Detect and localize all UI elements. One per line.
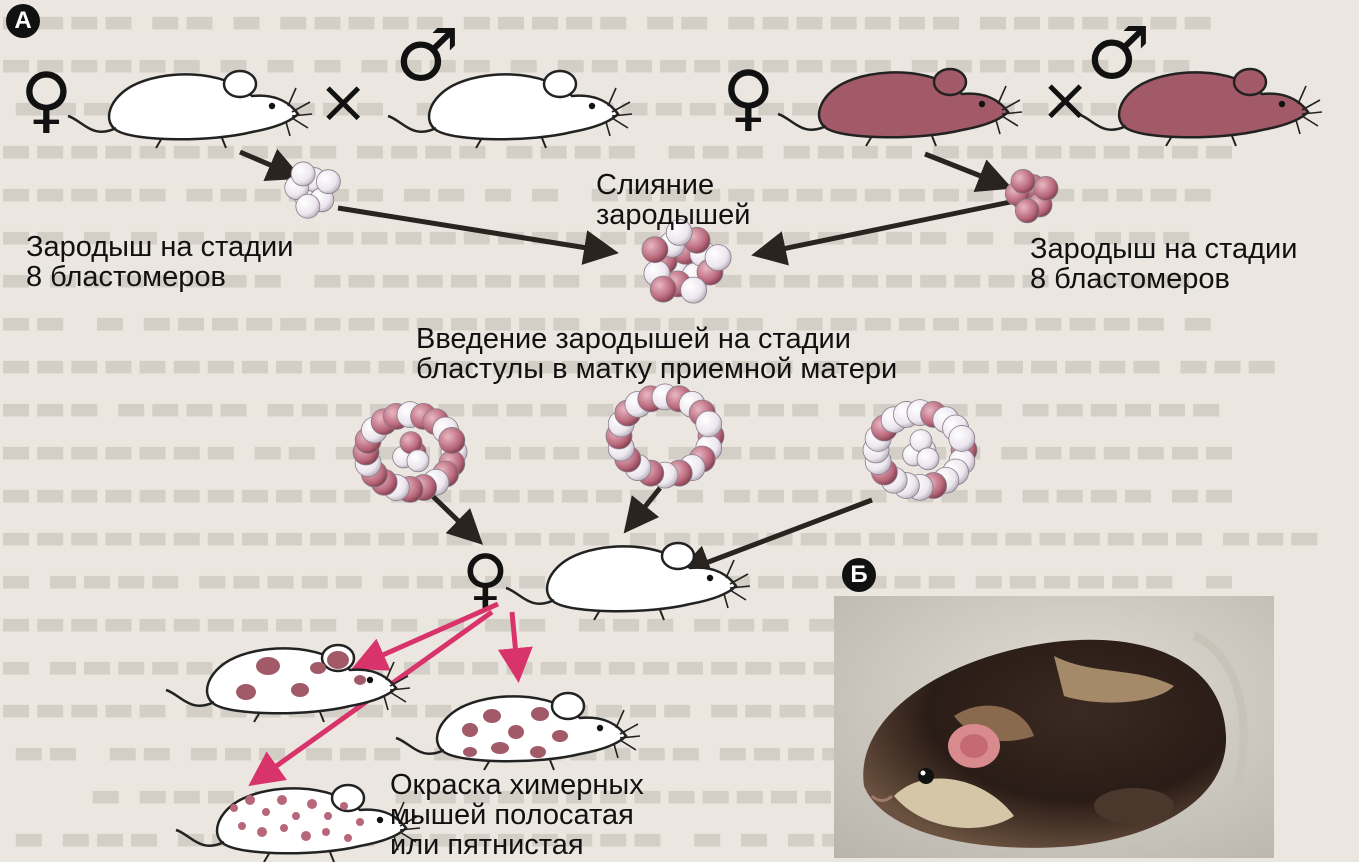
- female-symbol-foster: ♀: [462, 542, 509, 616]
- chimera-mouse-2: [396, 693, 640, 770]
- label-fusion: Слияние зародышей: [596, 170, 750, 230]
- blastomere: [1015, 199, 1039, 223]
- cross-symbol-right: ×: [1040, 65, 1090, 135]
- cross-symbol-left: ×: [318, 67, 368, 137]
- male-symbol-left: ♂: [395, 13, 460, 97]
- panel-a-badge: А: [6, 4, 40, 38]
- label-embryo-left: Зародыш на стадии 8 бластомеров: [26, 232, 293, 292]
- blastomere: [681, 277, 707, 303]
- chimera-mouse-3: [176, 785, 420, 862]
- blastula-1: [353, 402, 467, 503]
- foster-mother-mouse: [506, 543, 750, 620]
- blastomere: [316, 170, 340, 194]
- label-embryo-right: Зародыш на стадии 8 бластомеров: [1030, 234, 1297, 294]
- fused-embryo: [642, 219, 731, 303]
- blastomere: [291, 162, 315, 186]
- blastomere: [696, 411, 722, 437]
- label-chimera-coat: Окраска химерных мышей полосатая или пят…: [390, 770, 644, 860]
- blastula-3: [863, 400, 977, 501]
- embryo-dark-8-blastomere: [1005, 169, 1058, 222]
- blastomere: [917, 448, 939, 470]
- blastomere: [705, 245, 731, 271]
- male-symbol-right: ♂: [1086, 11, 1151, 95]
- female-symbol-left: ♀: [20, 57, 73, 141]
- blastomere: [650, 276, 676, 302]
- female-symbol-right: ♀: [722, 55, 775, 139]
- blastomere: [1011, 169, 1035, 193]
- blastula-2: [606, 384, 724, 488]
- label-transfer: Введение зародышей на стадии бластулы в …: [416, 324, 897, 384]
- blastomere: [439, 427, 465, 453]
- blastomere: [407, 450, 429, 472]
- panel-b-badge: Б: [842, 558, 876, 592]
- blastomere: [642, 237, 668, 263]
- chimera-mouse-photo: [834, 596, 1274, 858]
- white-female-mouse: [68, 71, 312, 148]
- blastomere: [296, 194, 320, 218]
- embryo-white-8-blastomere: [285, 162, 341, 218]
- blastomere: [949, 425, 975, 451]
- blastomere: [1034, 176, 1058, 200]
- dark-female-mouse: [778, 69, 1022, 146]
